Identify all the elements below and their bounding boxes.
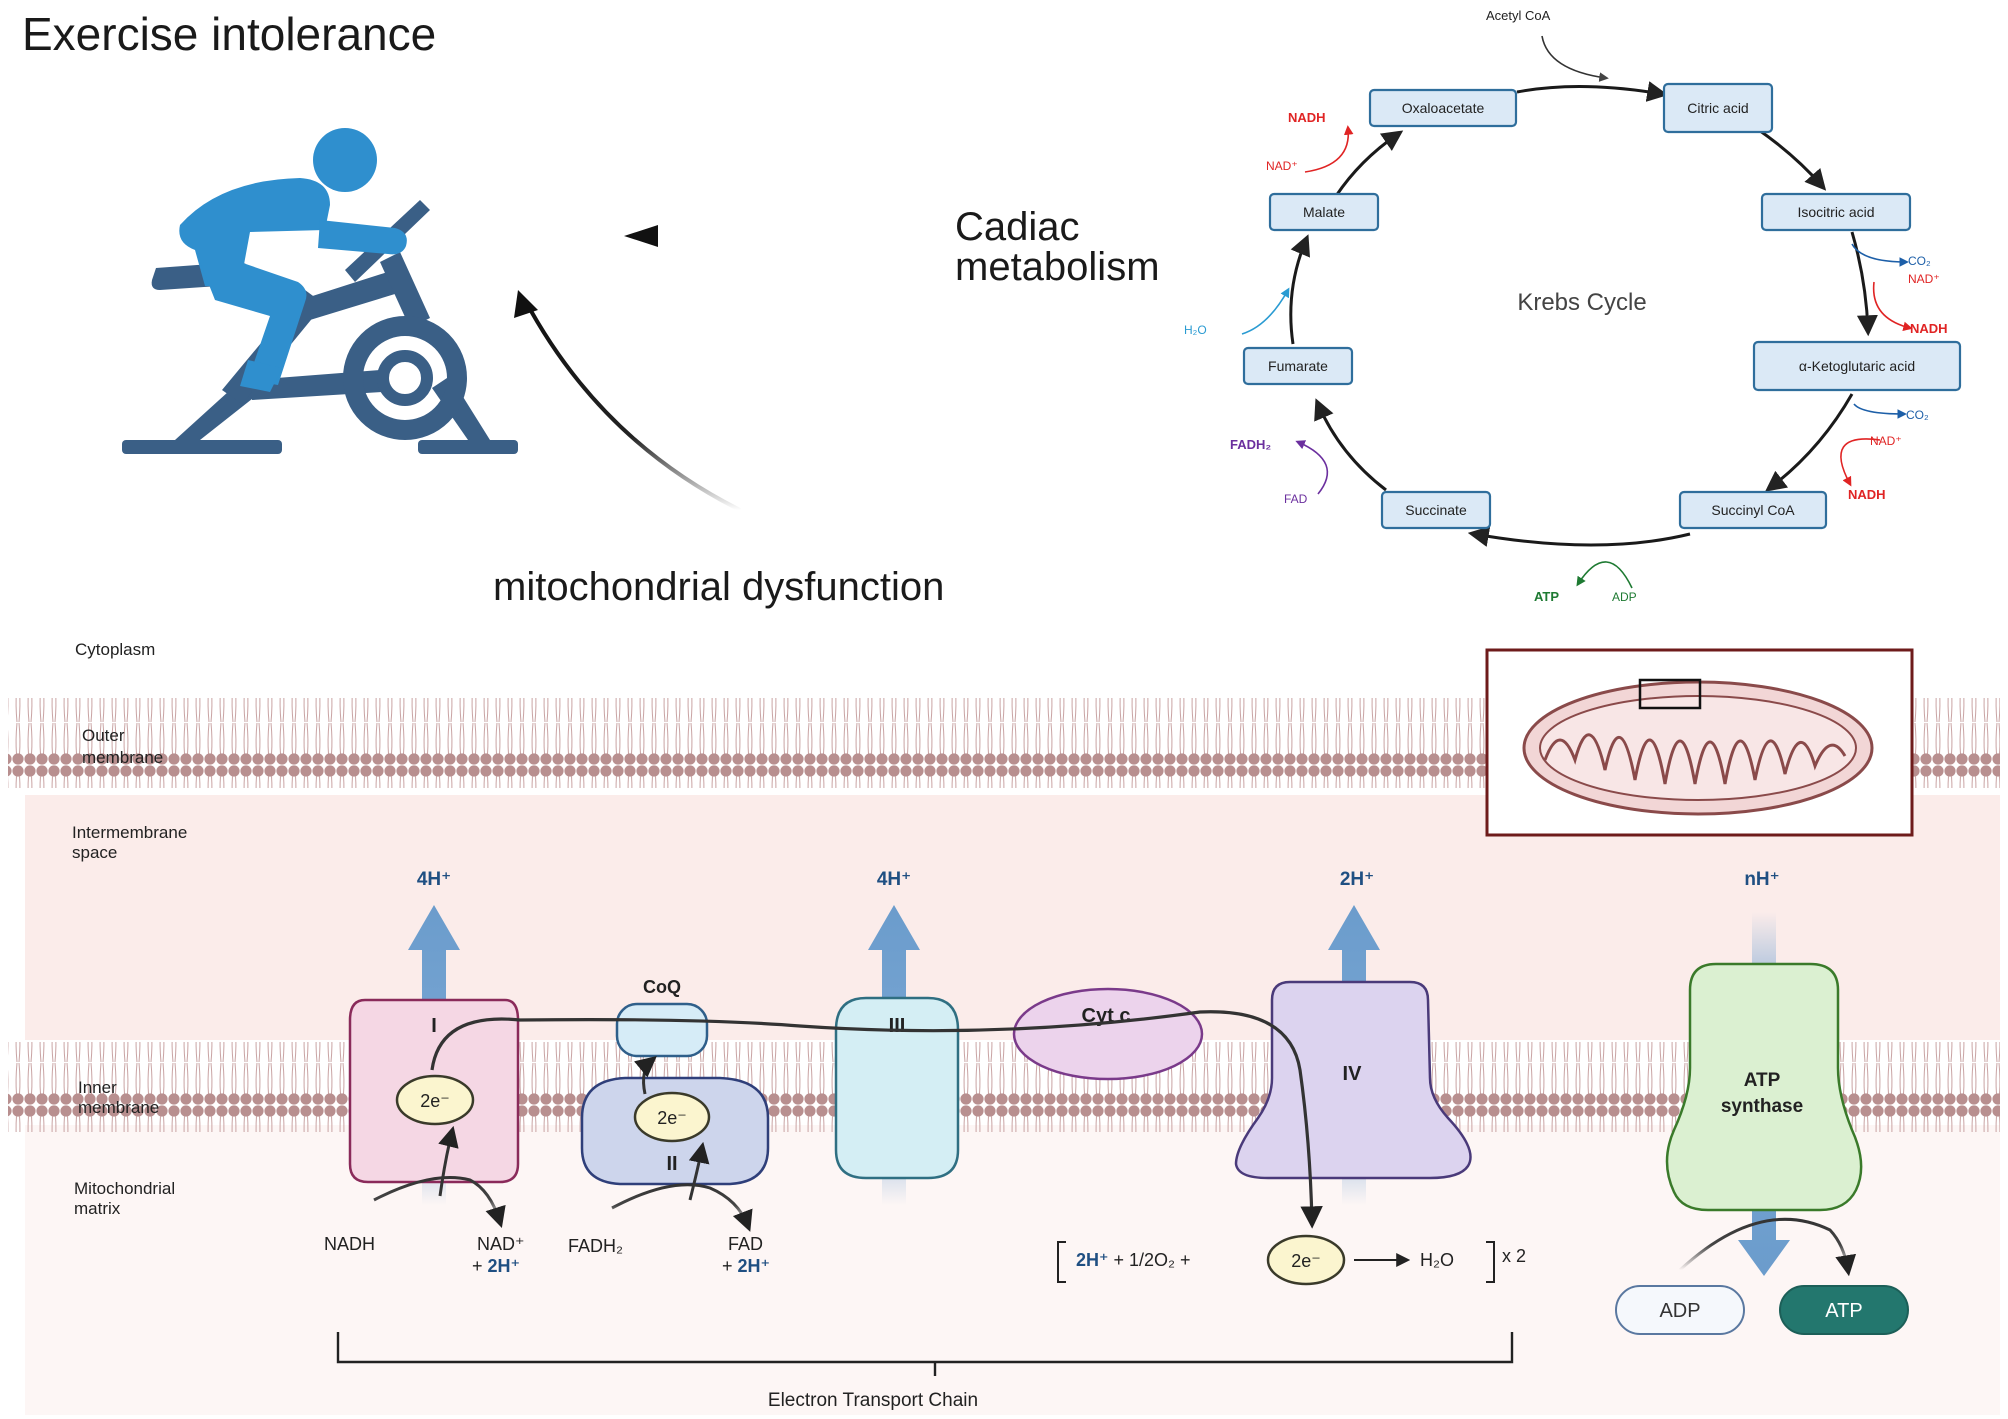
krebs-cycle: Krebs Cycle	[1184, 8, 1962, 604]
nadh-label: NADH	[324, 1234, 375, 1254]
electron-1: 2e⁻	[420, 1091, 450, 1111]
adp-krebs: ADP	[1612, 590, 1637, 604]
nad-2: NAD⁺	[1908, 272, 1940, 286]
complex-i-label: I	[431, 1015, 437, 1037]
complex-iv: IV	[1234, 980, 1472, 1180]
atp-synthase-label-1: ATP	[1744, 1070, 1781, 1091]
exercise-bike-icon	[122, 128, 518, 454]
complex-i: I 2e⁻	[348, 998, 520, 1184]
nadh-2: NADH	[1910, 321, 1948, 336]
nad-1: NAD⁺	[1266, 159, 1298, 173]
fad-label: FAD	[728, 1234, 763, 1254]
fad-krebs: FAD	[1284, 492, 1308, 506]
node-malate: Malate	[1303, 204, 1345, 220]
water-eq-lhs: 2H⁺ + 1/2O₂ +	[1076, 1250, 1191, 1270]
plus-2h-2: + 2H⁺	[722, 1256, 770, 1276]
node-isocitric-acid: Isocitric acid	[1797, 204, 1874, 220]
atp-krebs: ATP	[1534, 589, 1559, 604]
nad-3: NAD⁺	[1870, 434, 1902, 448]
node-succinyl-coa: Succinyl CoA	[1711, 502, 1795, 518]
electron-2: 2e⁻	[657, 1108, 687, 1128]
coq-label: CoQ	[643, 977, 681, 997]
ims-label-2: space	[72, 843, 117, 862]
matrix-label-2: matrix	[74, 1199, 121, 1218]
atp-synthase-label-2: synthase	[1721, 1096, 1803, 1117]
node-fumarate: Fumarate	[1268, 358, 1328, 374]
proton-label-atp: nH⁺	[1744, 869, 1779, 890]
outer-membrane-label-2: membrane	[82, 748, 163, 767]
inner-membrane-label-1: Inner	[78, 1078, 117, 1097]
cardiac-label-2: metabolism	[955, 245, 1160, 289]
times-two: x 2	[1502, 1246, 1526, 1266]
fadh2-label: FADH₂	[568, 1236, 623, 1256]
acetyl-coa-label: Acetyl CoA	[1486, 8, 1551, 23]
node-succinate: Succinate	[1405, 502, 1467, 518]
proton-label-4: 2H⁺	[1340, 869, 1374, 890]
matrix-label-1: Mitochondrial	[74, 1179, 175, 1198]
mito-arrow	[523, 299, 741, 512]
proton-label-1: 4H⁺	[417, 869, 451, 890]
ims-label-1: Intermembrane	[72, 823, 187, 842]
cardiac-label-1: Cadiac	[955, 205, 1080, 249]
cytoplasm-label: Cytoplasm	[75, 640, 155, 659]
node-oxaloacetate: Oxaloacetate	[1402, 100, 1485, 116]
co2-2: CO₂	[1906, 408, 1929, 422]
atp-label: ATP	[1825, 1300, 1862, 1322]
electron-path	[430, 1010, 1323, 1229]
etc-bracket	[336, 1332, 1514, 1376]
outer-membrane-label-1: Outer	[82, 726, 125, 745]
h2o-label: H₂O	[1420, 1250, 1454, 1270]
adp-label: ADP	[1659, 1300, 1700, 1322]
proton-label-3: 4H⁺	[877, 869, 911, 890]
complex-ii-label: II	[666, 1153, 677, 1175]
fadh2-krebs: FADH₂	[1230, 437, 1271, 452]
adp-pill	[1615, 1285, 1745, 1335]
nadh-1: NADH	[1288, 110, 1326, 125]
etc-label: Electron Transport Chain	[768, 1390, 978, 1411]
electron-3: 2e⁻	[1291, 1251, 1321, 1271]
complex-ii: II 2e⁻	[580, 1076, 770, 1186]
plus-2h-1: + 2H⁺	[472, 1256, 520, 1276]
complex-ii-substrate-arrow	[611, 1183, 753, 1232]
mitochondrion-inset	[1485, 648, 1914, 837]
page-title: Exercise intolerance	[22, 8, 436, 60]
inner-membrane-label-2: membrane	[78, 1098, 159, 1117]
mito-label: mitochondrial dysfunction	[493, 565, 944, 609]
node-citric-acid: Citric acid	[1687, 100, 1748, 116]
atp-pill	[1779, 1285, 1909, 1335]
atp-synthase: ATP synthase	[1665, 962, 1863, 1212]
nad-plus-label: NAD⁺	[477, 1234, 525, 1254]
h2o-krebs: H₂O	[1184, 323, 1207, 337]
node-a-ketoglutaric-acid: α-Ketoglutaric acid	[1799, 358, 1915, 374]
complex-iii: III	[834, 996, 960, 1180]
coq: CoQ	[615, 977, 709, 1058]
co2-1: CO₂	[1908, 254, 1931, 268]
cytochrome-c: Cyt c	[1012, 987, 1204, 1081]
atp-synthase-arrow	[1678, 1217, 1857, 1277]
krebs-title: Krebs Cycle	[1517, 289, 1646, 316]
nadh-3: NADH	[1848, 487, 1886, 502]
water-equation: 2H⁺ + 1/2O₂ + 2e⁻ H₂O x 2	[1057, 1234, 1526, 1286]
complex-iii-label: III	[889, 1015, 906, 1037]
complex-iv-label: IV	[1343, 1063, 1363, 1085]
complex-i-substrate-arrow	[373, 1176, 506, 1229]
